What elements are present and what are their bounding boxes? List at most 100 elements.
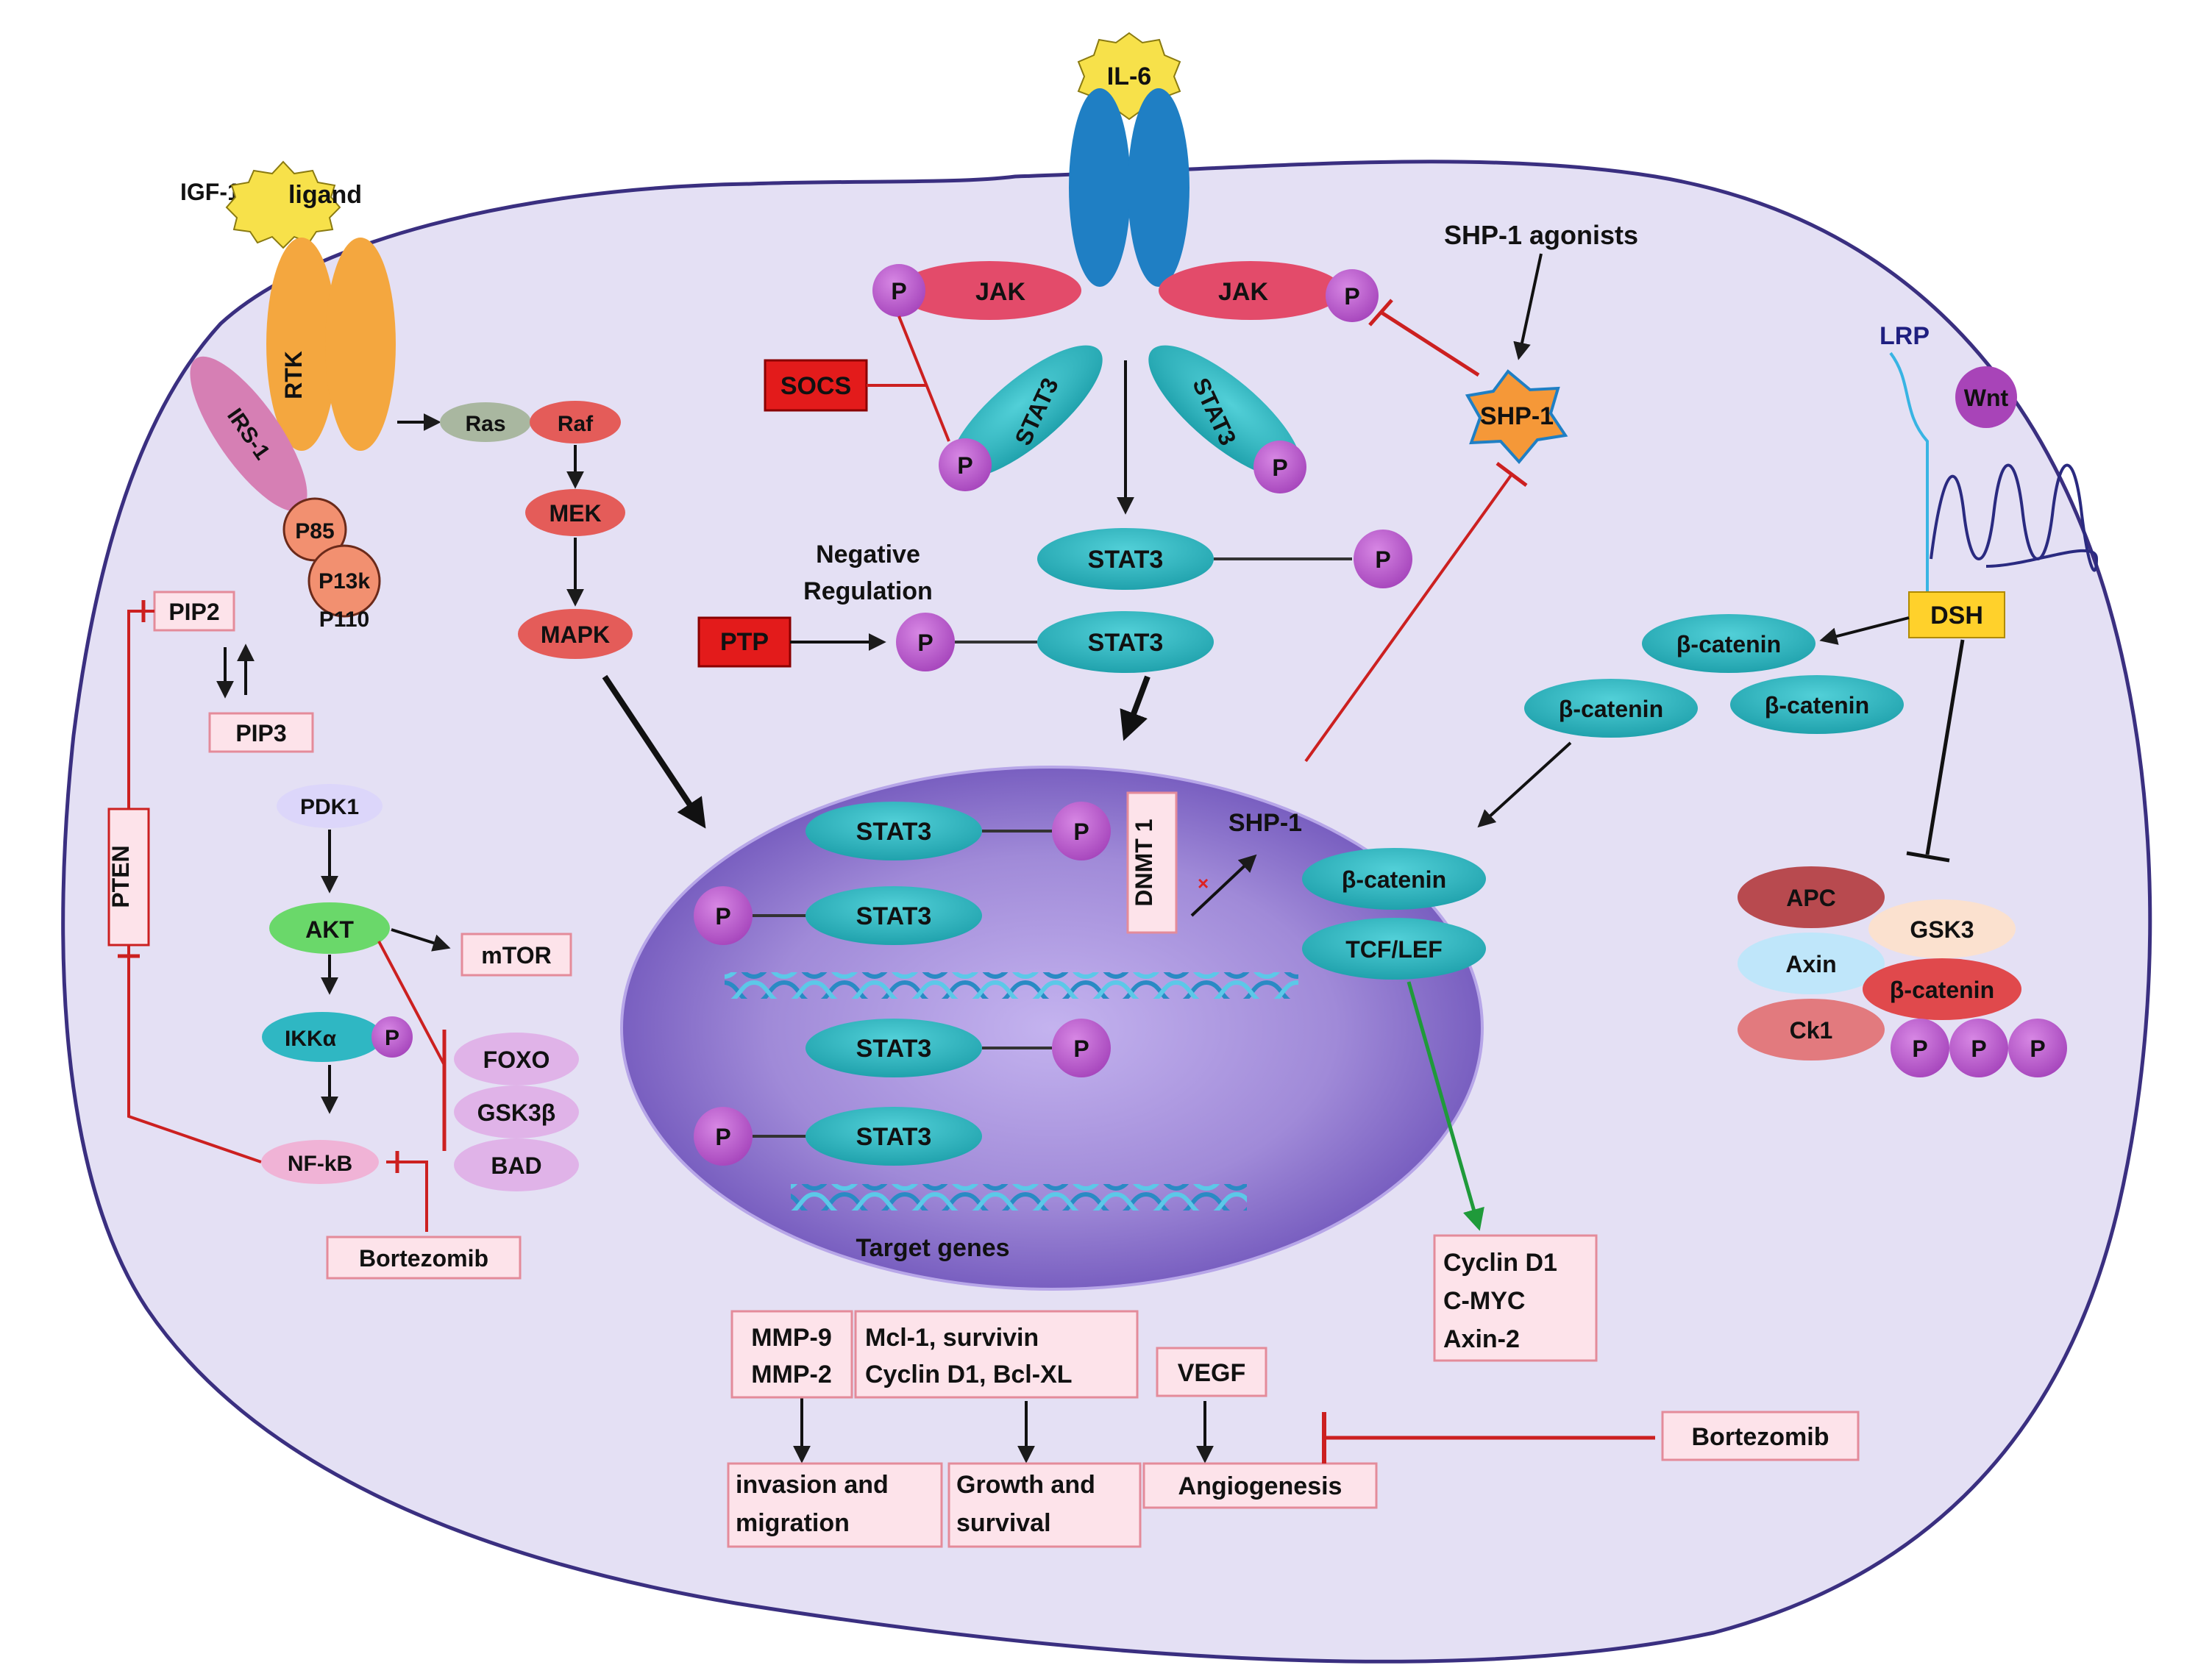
rtk-label: RTK [280,351,307,399]
jak-left-phospho [872,264,925,317]
ligand-label: ligand [288,181,362,209]
b-catenin-cyto-2-label: β-catenin [1559,696,1663,722]
pip3-box [208,712,314,753]
gsk3b-label: GSK3β [477,1099,556,1126]
pip2-box [153,591,235,632]
ras-label: Ras [465,412,505,436]
jak-left-label: JAK [975,278,1025,306]
pip3-label: PIP3 [235,720,286,746]
ras [440,402,531,442]
wnt-target-cyclin-d1: Cyclin D1 [1443,1249,1557,1277]
ikka [262,1012,383,1062]
apc [1738,866,1885,928]
complex-p2-label: P [1971,1035,1986,1062]
nfkb-label: NF-kB [288,1152,352,1176]
jak-right [1159,261,1343,320]
gsk3-label: GSK3 [1910,916,1974,943]
nuc-p2-label: P [715,903,730,930]
akt-label: AKT [305,916,354,943]
p85-label: P85 [295,519,334,543]
socs-label: SOCS [780,372,851,400]
b-catenin-complex-label: β-catenin [1890,977,1994,1003]
invasion-line1: invasion and [736,1471,889,1499]
mek-label: MEK [549,500,601,527]
akt [269,902,390,954]
stat3-mid-phospho [1354,530,1412,588]
nuc-stat3-2-phospho [694,886,753,945]
nuc-stat3-4-label: STAT3 [856,1123,932,1151]
ikka-p-label: P [385,1026,399,1050]
dna-strand-upper [725,972,1298,999]
dsh-box [1908,591,2005,638]
survival-genes-line2: Cyclin D1, Bcl-XL [865,1361,1073,1389]
stat3-cytoplasm-upper [1037,528,1214,590]
wnt-target-axin-2: Axin-2 [1443,1325,1520,1353]
dnmt1-label: DNMT 1 [1131,819,1157,906]
wnt-target-c-myc: C-MYC [1443,1287,1525,1315]
p13k-label: P13k [319,569,370,593]
nuc-stat3-3-phospho [1052,1019,1111,1077]
angiogenesis-label: Angiogenesis [1178,1472,1343,1500]
b-catenin-cyto-1 [1642,614,1816,673]
complex-p1-label: P [1912,1035,1927,1062]
dnmt1-box [1126,791,1178,934]
bortezomib-right-label: Bortezomib [1692,1423,1829,1451]
apc-label: APC [1786,885,1836,911]
vegf-box [1156,1347,1267,1397]
wnt-ligand [1955,366,2017,428]
b-catenin-cyto-1-label: β-catenin [1676,631,1781,657]
stat3-lower-p-label: P [917,630,933,656]
growth-line1: Growth and [956,1471,1095,1499]
rtk-receptor-right [325,238,396,451]
nuc-stat3-1-label: STAT3 [856,818,932,846]
stat3-receptor-right [1148,345,1301,479]
stat3-mid-p-label: P [1375,546,1390,573]
il6-receptor-right [1128,88,1189,287]
dna-strand-lower [791,1184,1247,1211]
stat3-receptor-left [950,345,1103,479]
il6-receptor-left [1069,88,1131,287]
igf1-label: IGF-1 [180,179,241,205]
bortezomib-right-box [1661,1411,1860,1461]
tcf-lef-label: TCF/LEF [1345,936,1443,963]
ptp-box [697,616,792,668]
nuc-stat3-4-phospho [694,1107,753,1166]
shp1-agonists-label: SHP-1 agonists [1444,220,1638,250]
b-catenin-cyto-3-label: β-catenin [1765,692,1869,719]
vegf-label: VEGF [1178,1359,1246,1387]
gsk3b [454,1086,579,1138]
il6-label: IL-6 [1107,63,1151,90]
bortezomib-left-box [326,1236,522,1280]
nuc-p4-label: P [715,1124,730,1150]
growth-line2: survival [956,1509,1051,1537]
p13k [307,544,381,618]
foxo [454,1033,579,1086]
mmp2-label: MMP-2 [751,1361,832,1389]
inhibition-x-mark: × [1198,872,1209,894]
nuc-stat3-4 [806,1107,982,1166]
irs1 [190,356,307,512]
frizzled-receptor [1930,463,2099,572]
pdk1 [277,784,383,828]
nfkb [261,1140,379,1184]
nuc-p1-label: P [1073,819,1089,845]
bad [454,1138,579,1191]
jak-left-p-label: P [891,278,906,304]
ikka-phospho [371,1016,413,1058]
foxo-label: FOXO [483,1047,550,1073]
b-catenin-complex [1863,958,2021,1020]
axin [1738,933,1885,994]
bad-label: BAD [491,1152,541,1179]
mapk-label: MAPK [541,621,610,648]
nuc-b-catenin [1302,848,1486,910]
mtor-box [460,933,572,977]
stat3-mid-label: STAT3 [1088,546,1164,574]
mtor-label: mTOR [481,942,551,969]
mmp9-label: MMP-9 [751,1324,832,1352]
survival-genes-line1: Mcl-1, survivin [865,1324,1039,1352]
socs-box [764,359,868,412]
complex-phospho-2 [1949,1019,2008,1077]
nuc-stat3-3-label: STAT3 [856,1035,932,1063]
ck1-label: Ck1 [1790,1017,1833,1044]
stat3-lower-label: STAT3 [1088,629,1164,657]
